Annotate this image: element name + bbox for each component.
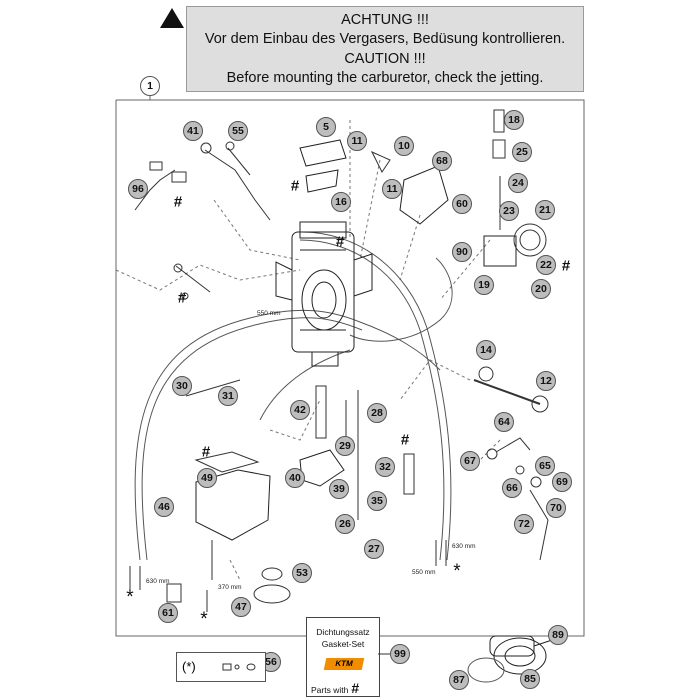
callout-21: 21 bbox=[535, 200, 555, 220]
callout-27: 27 bbox=[364, 539, 384, 559]
hash-marker: # bbox=[201, 443, 211, 461]
callout-41: 41 bbox=[183, 121, 203, 141]
callout-19: 19 bbox=[474, 275, 494, 295]
callout-10: 10 bbox=[394, 136, 414, 156]
hash-marker: # bbox=[335, 233, 345, 251]
callout-42: 42 bbox=[290, 400, 310, 420]
hash-marker: # bbox=[173, 193, 183, 211]
star-marker: * bbox=[453, 561, 461, 582]
callout-35: 35 bbox=[367, 491, 387, 511]
callout-69: 69 bbox=[552, 472, 572, 492]
callout-49: 49 bbox=[197, 468, 217, 488]
callout-1: 1 bbox=[140, 76, 160, 96]
small-parts-icon bbox=[222, 663, 256, 671]
star-marker: * bbox=[200, 609, 208, 630]
callout-29: 29 bbox=[335, 436, 355, 456]
hash-marker: # bbox=[290, 177, 300, 195]
callout-22: 22 bbox=[536, 255, 556, 275]
caution-text-de: Vor dem Einbau des Vergasers, Bedüsung k… bbox=[204, 31, 566, 47]
hose-length-label: 550 mm bbox=[257, 310, 281, 317]
callout-68: 68 bbox=[432, 151, 452, 171]
callout-53: 53 bbox=[292, 563, 312, 583]
callout-14: 14 bbox=[476, 340, 496, 360]
callout-65: 65 bbox=[535, 456, 555, 476]
callout-5: 5 bbox=[316, 117, 336, 137]
callout-23: 23 bbox=[499, 201, 519, 221]
callout-61: 61 bbox=[158, 603, 178, 623]
callout-87: 87 bbox=[449, 670, 469, 690]
hose-length-label: 370 mm bbox=[218, 584, 242, 591]
callout-72: 72 bbox=[514, 514, 534, 534]
callout-32: 32 bbox=[375, 457, 395, 477]
assembly-frame bbox=[115, 99, 585, 637]
callout-12: 12 bbox=[536, 371, 556, 391]
callout-99: 99 bbox=[390, 644, 410, 664]
callout-47: 47 bbox=[231, 597, 251, 617]
callout-66: 66 bbox=[502, 478, 522, 498]
hose-length-label: 630 mm bbox=[452, 543, 476, 550]
callout-28: 28 bbox=[367, 403, 387, 423]
callout-46: 46 bbox=[154, 497, 174, 517]
callout-60: 60 bbox=[452, 194, 472, 214]
hash-marker: # bbox=[561, 257, 571, 275]
gasket-kit-title-en: Gasket-Set bbox=[321, 639, 365, 649]
callout-89: 89 bbox=[548, 625, 568, 645]
callout-85: 85 bbox=[520, 669, 540, 689]
star-marker: * bbox=[126, 587, 134, 608]
callout-67: 67 bbox=[460, 451, 480, 471]
callout-18: 18 bbox=[504, 110, 524, 130]
carburetor-body bbox=[275, 221, 373, 367]
callout-40: 40 bbox=[285, 468, 305, 488]
callout-16: 16 bbox=[331, 192, 351, 212]
callout-11: 11 bbox=[347, 131, 367, 151]
parts-with-label: Parts with# bbox=[311, 680, 360, 696]
callout-26: 26 bbox=[335, 514, 355, 534]
gasket-kit-box: Dichtungssatz Gasket-Set KTM Parts with# bbox=[306, 617, 380, 697]
caution-heading-de: ACHTUNG !!! bbox=[341, 12, 429, 28]
callout-24: 24 bbox=[508, 173, 528, 193]
callout-20: 20 bbox=[531, 279, 551, 299]
gasket-kit-title-de: Dichtungssatz bbox=[316, 627, 370, 637]
hash-marker: # bbox=[400, 431, 410, 449]
callout-70: 70 bbox=[546, 498, 566, 518]
callout-55: 55 bbox=[228, 121, 248, 141]
caution-heading-en: CAUTION !!! bbox=[344, 51, 426, 67]
caution-banner: ACHTUNG !!! Vor dem Einbau des Vergasers… bbox=[186, 6, 584, 92]
callout-30: 30 bbox=[172, 376, 192, 396]
callout-90: 90 bbox=[452, 242, 472, 262]
legend-symbol: (*) bbox=[182, 659, 196, 674]
callout-31: 31 bbox=[218, 386, 238, 406]
hose-length-label: 630 mm bbox=[146, 578, 170, 585]
callout-11: 11 bbox=[382, 179, 402, 199]
callout-64: 64 bbox=[494, 412, 514, 432]
hash-marker: # bbox=[177, 289, 187, 307]
warning-triangle-icon bbox=[160, 8, 184, 28]
hose-length-label: 550 mm bbox=[412, 569, 436, 576]
caution-text-en: Before mounting the carburetor, check th… bbox=[226, 70, 544, 86]
legend-box: (*) bbox=[176, 652, 266, 682]
callout-96: 96 bbox=[128, 179, 148, 199]
callout-25: 25 bbox=[512, 142, 532, 162]
callout-39: 39 bbox=[329, 479, 349, 499]
